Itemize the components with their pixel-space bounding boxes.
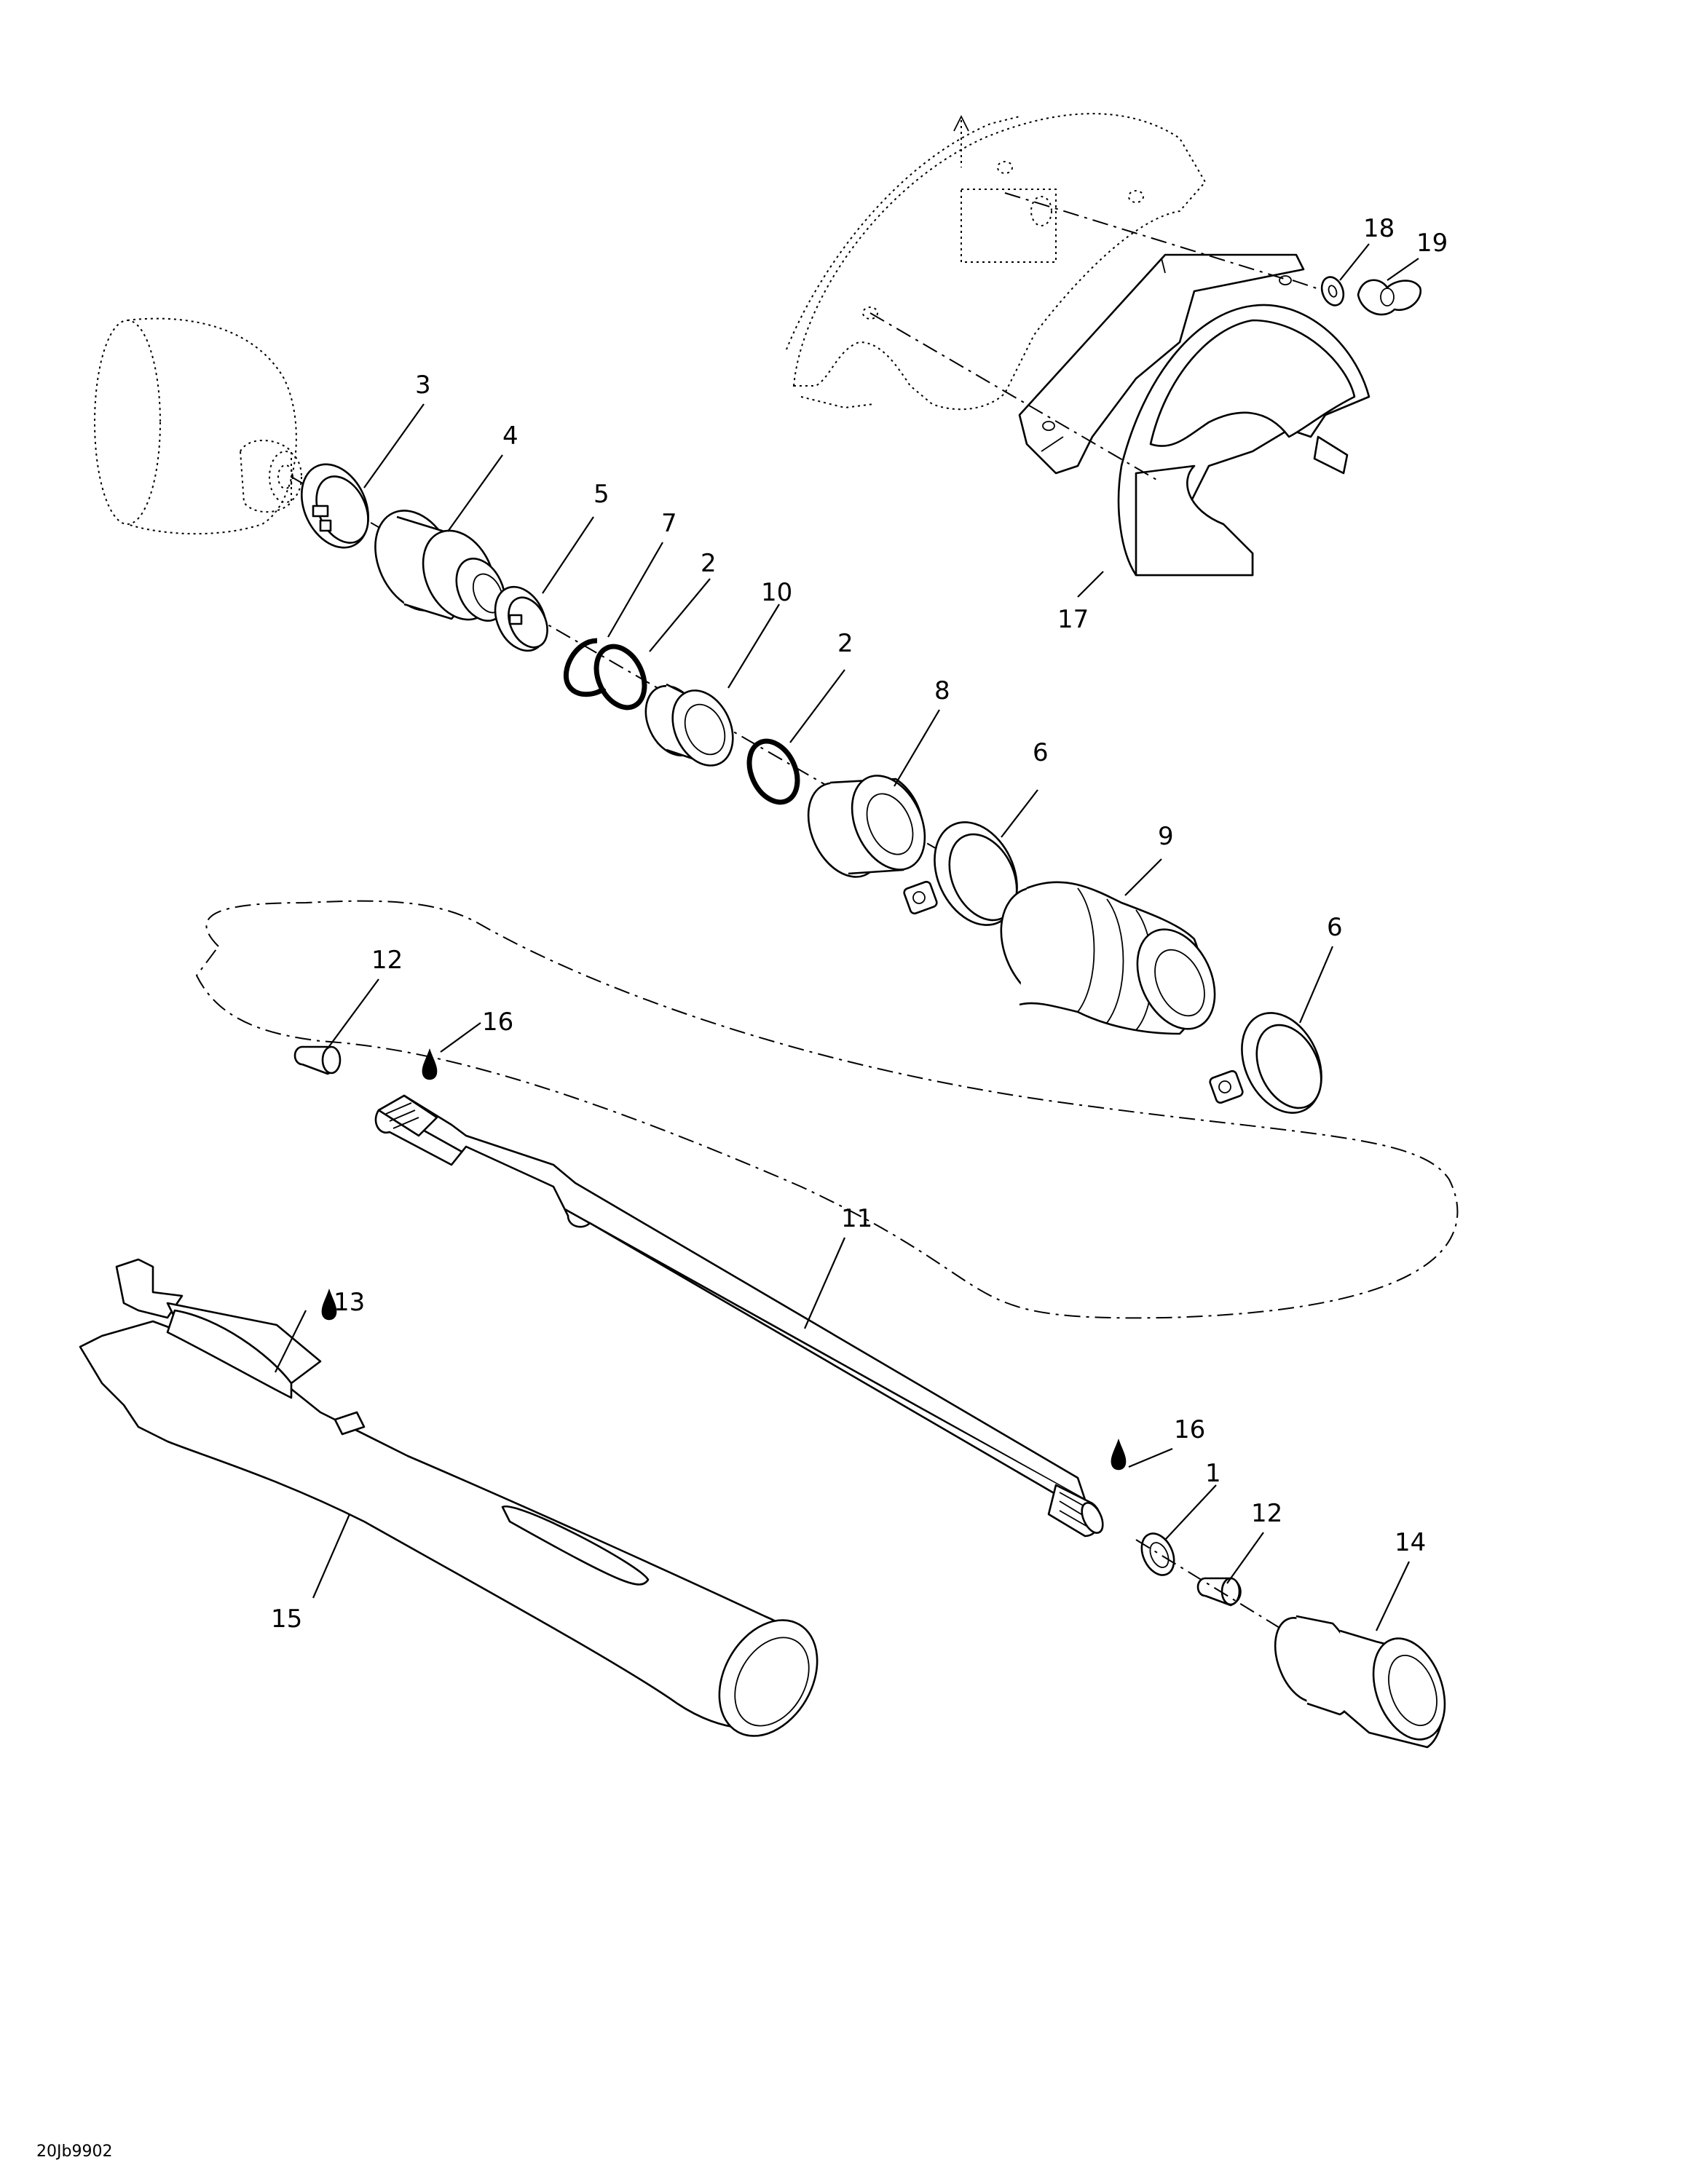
part-6-hose-clamp <box>1209 1012 1322 1114</box>
callout-1: 1 <box>1205 1459 1221 1488</box>
part-1-washer <box>1140 1532 1175 1576</box>
callout-12: 12 <box>371 946 403 975</box>
oil-drop-icon <box>1111 1439 1127 1471</box>
callout-2: 2 <box>837 629 853 658</box>
oil-drop-icon <box>321 1289 337 1321</box>
part-2-o-ring <box>746 738 800 805</box>
callout-18: 18 <box>1363 214 1395 243</box>
callout-14: 14 <box>1395 1528 1426 1557</box>
part-5-clamp <box>494 585 548 652</box>
callout-9: 9 <box>1158 822 1174 851</box>
callout-10: 10 <box>761 578 792 607</box>
callout-2: 2 <box>701 549 717 578</box>
shroud-alignment-lines <box>869 192 1326 481</box>
callout-3: 3 <box>415 371 431 400</box>
callout-11: 11 <box>841 1204 872 1233</box>
phantom-hull-bracket <box>786 113 1207 411</box>
part-4-coupler <box>374 510 506 622</box>
part-9-boot <box>1000 881 1216 1035</box>
callout-4: 4 <box>502 422 518 451</box>
callout-6: 6 <box>1327 913 1343 942</box>
part-3-clamp <box>300 463 370 549</box>
callout-16: 16 <box>482 1008 513 1037</box>
part-2-o-ring <box>593 644 647 711</box>
part-12-cap <box>1196 1577 1242 1607</box>
callout-13: 13 <box>334 1288 365 1317</box>
callout-16: 16 <box>1174 1415 1205 1444</box>
part-8-sleeve <box>807 775 926 878</box>
oil-drop-icon <box>422 1048 438 1080</box>
part-10-bushing <box>644 683 734 767</box>
diagram-code: 20Jb9902 <box>36 2143 112 2161</box>
callout-19: 19 <box>1416 229 1448 258</box>
part-12-cap <box>293 1045 342 1075</box>
callout-8: 8 <box>934 676 950 705</box>
phantom-engine-housing <box>94 317 302 535</box>
part-18-washer <box>1320 276 1345 306</box>
part-17-pump-shroud <box>1018 253 1370 577</box>
callout-15: 15 <box>271 1605 302 1634</box>
leader-lines <box>275 243 1419 1631</box>
callout-5: 5 <box>593 480 610 509</box>
part-14-bearing-housing <box>1274 1615 1446 1749</box>
callout-labels: 1 2 2 3 4 5 6 6 7 8 9 10 11 12 12 13 14 … <box>271 214 1448 1634</box>
part-15-shaft-housing <box>79 1258 819 1737</box>
callout-7: 7 <box>661 509 677 538</box>
part-11-drive-shaft <box>374 1094 1104 1538</box>
lower-axis-line <box>1135 1539 1297 1639</box>
callout-17: 17 <box>1057 605 1089 634</box>
part-7-circlip <box>563 638 607 697</box>
part-19-wing-nut <box>1357 279 1422 316</box>
callout-12: 12 <box>1251 1499 1282 1528</box>
callout-6: 6 <box>1033 738 1049 767</box>
part-6-hose-clamp <box>903 821 1018 926</box>
assembly-loop-line <box>195 900 1459 1319</box>
